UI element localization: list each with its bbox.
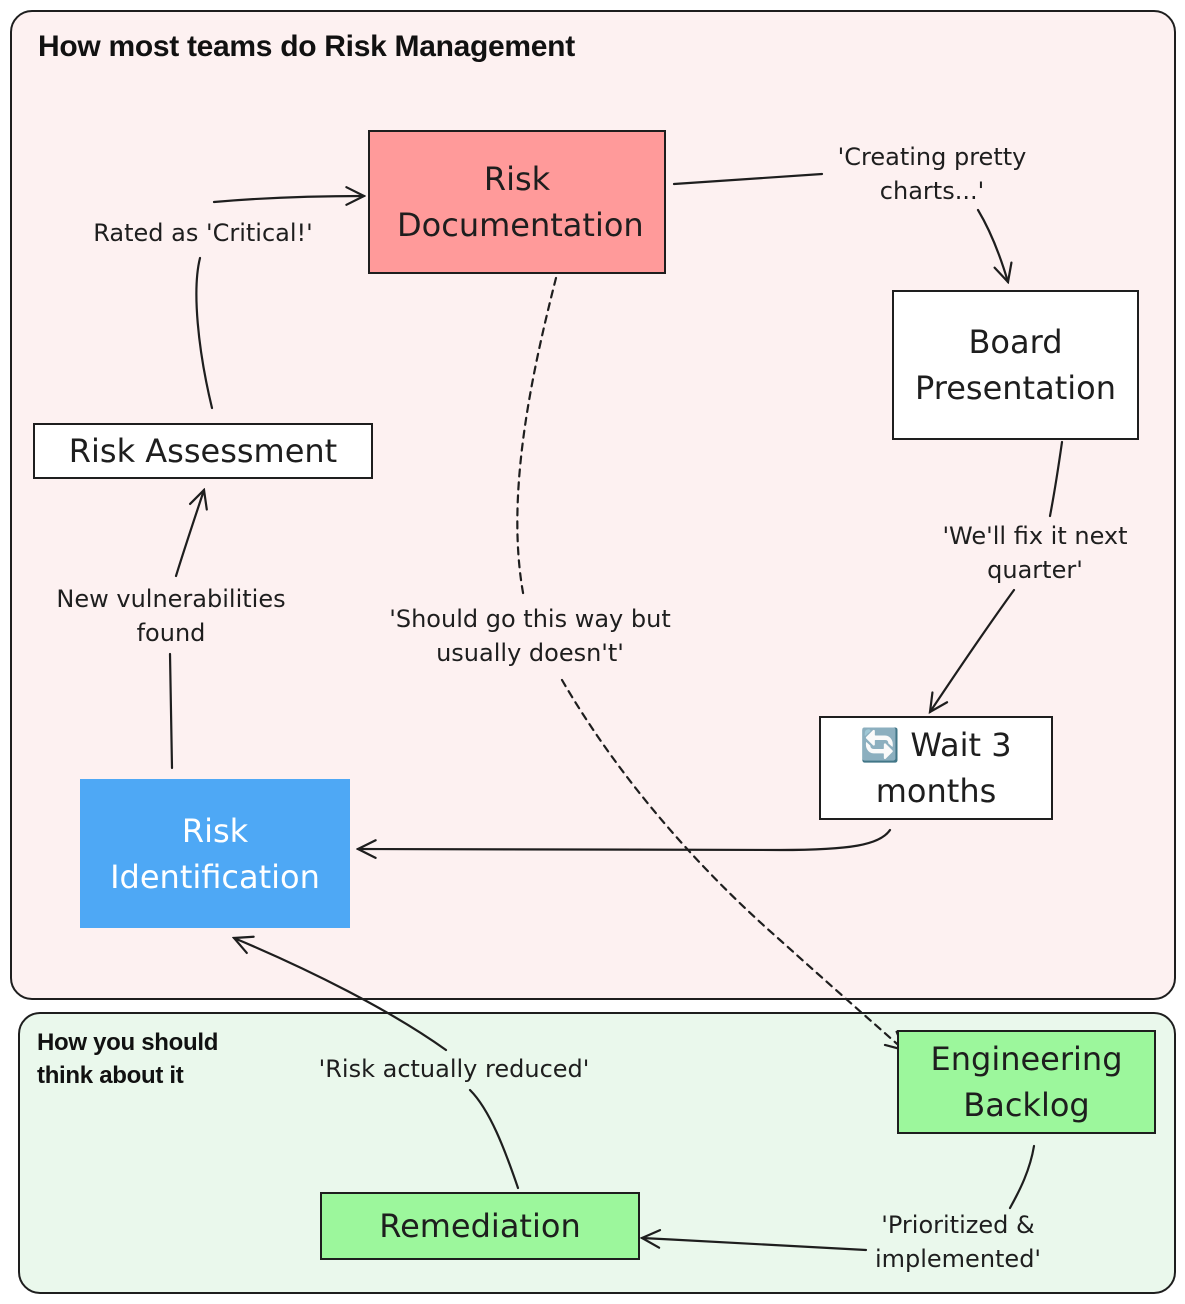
edge-wait-to-identification [358, 828, 892, 850]
risk-assessment-label: Risk Assessment [68, 432, 338, 470]
risk-assessment-node: Risk Assessment [33, 423, 373, 479]
edge-board-to-wait-arrow [930, 588, 1016, 712]
edge-label-risk-actually-reduced: 'Risk actually reduced' [318, 1055, 590, 1083]
edge-assessment-to-documentation [195, 256, 214, 410]
edge-identification-to-assessment-arrow [174, 490, 204, 578]
risk-documentation-label: Risk Documentation [397, 160, 644, 244]
edge-documentation-to-board-arrow [976, 208, 1008, 282]
bottom-panel-title: How you should think about it [37, 1029, 219, 1089]
edge-assessment-to-documentation-arrow [212, 196, 364, 202]
edge-label-prioritized-implemented: 'Prioritized & implemented' [874, 1211, 1042, 1273]
wait-3-months-label: 🔄 Wait 3 months [860, 726, 1012, 810]
edge-backlog-to-remediation [1008, 1144, 1036, 1210]
board-presentation-node: Board Presentation [892, 290, 1139, 440]
edge-documentation-to-board [672, 172, 824, 186]
risk-identification-node: Risk Identification [80, 779, 350, 928]
top-panel-title: How most teams do Risk Management [38, 30, 575, 63]
edge-board-to-wait [1048, 440, 1064, 518]
edge-documentation-to-backlog-dashed-arrow [560, 678, 904, 1050]
board-presentation-label: Board Presentation [915, 323, 1116, 407]
edge-label-new-vulnerabilities: New vulnerabilities found [56, 585, 286, 647]
wait-3-months-node: 🔄 Wait 3 months [819, 716, 1053, 820]
engineering-backlog-label: Engineering Backlog [930, 1040, 1123, 1124]
edge-remediation-to-identification [468, 1088, 520, 1190]
edge-backlog-to-remediation-arrow [642, 1238, 868, 1252]
remediation-label: Remediation [379, 1207, 581, 1245]
remediation-node: Remediation [320, 1192, 640, 1260]
engineering-backlog-node: Engineering Backlog [897, 1030, 1156, 1134]
edge-label-fix-next-quarter: 'We'll fix it next quarter' [942, 522, 1128, 584]
edge-label-creating-pretty-charts: 'Creating pretty charts...' [837, 143, 1027, 205]
edge-remediation-to-identification-arrow [234, 938, 448, 1052]
edge-documentation-to-backlog-dashed [516, 276, 558, 600]
edge-label-rated-critical: Rated as 'Critical!' [93, 219, 313, 247]
risk-identification-label: Risk Identification [110, 811, 320, 896]
edge-label-should-go-this-way: 'Should go this way but usually doesn't' [389, 605, 671, 667]
edge-identification-to-assessment [168, 652, 174, 770]
risk-documentation-node: Risk Documentation [368, 130, 666, 274]
